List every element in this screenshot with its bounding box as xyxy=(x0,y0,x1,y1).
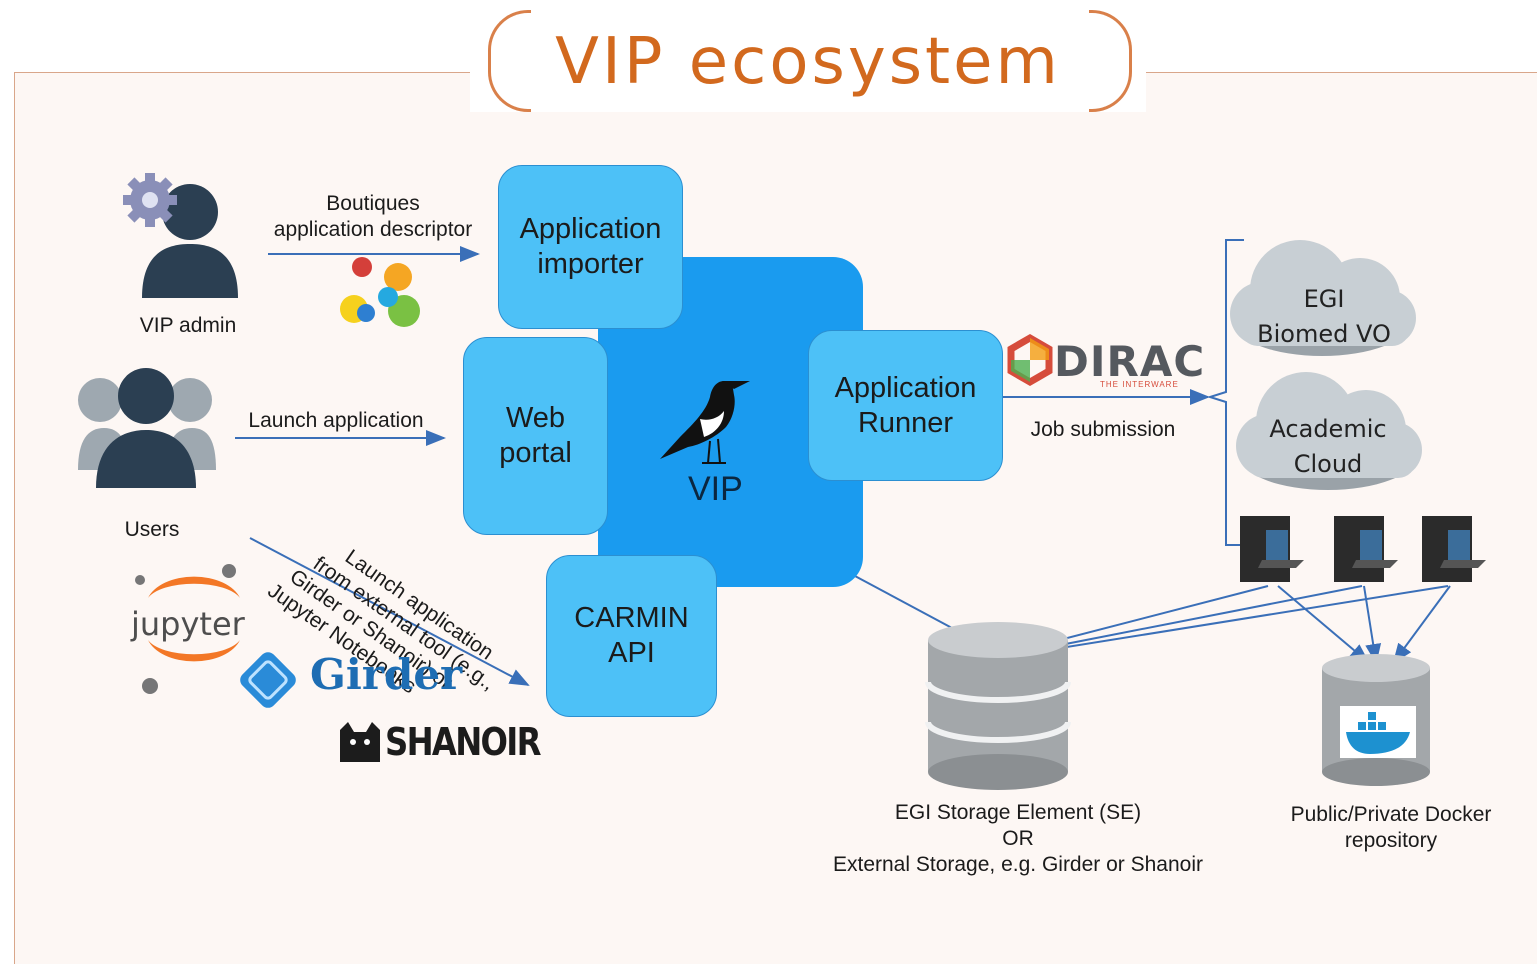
boutiques-label: Boutiques application descriptor xyxy=(258,191,488,243)
box-label-line: Application xyxy=(834,371,977,404)
arrow-vip-storage xyxy=(839,567,1010,659)
box-label-line: Application xyxy=(519,213,662,245)
users-label: Users xyxy=(124,518,180,541)
title-box: VIP ecosystem xyxy=(470,0,1146,112)
storage-label-line: External Storage, e.g. Girder or Shanoir xyxy=(832,853,1204,876)
box-label-line: API xyxy=(608,637,655,669)
storage-label: EGI Storage Element (SE) OR External Sto… xyxy=(808,800,1228,878)
shanoir-logo-text: SHANOIR xyxy=(385,720,541,764)
boutiques-label-line: application descriptor xyxy=(273,218,473,241)
box-label-line: importer xyxy=(537,248,644,280)
egi-cloud-label: EGI Biomed VO xyxy=(1244,282,1404,352)
application-importer-box[interactable]: Application importer xyxy=(498,165,683,329)
arrow-server3-storage xyxy=(996,585,1449,664)
box-label-line: portal xyxy=(499,437,572,469)
arrow-server2-storage xyxy=(992,585,1363,663)
box-label-line: CARMIN xyxy=(574,602,689,634)
resource-brace xyxy=(1206,239,1244,546)
arrow-external xyxy=(249,537,530,686)
launch-application-label: Launch application xyxy=(248,409,424,432)
job-submission-label: Job submission xyxy=(1030,418,1176,441)
egi-cloud-label-line: Biomed VO xyxy=(1257,320,1391,348)
carmin-api-box[interactable]: CARMIN API xyxy=(546,555,717,717)
egi-cloud-label-line: EGI xyxy=(1303,285,1345,313)
docker-label: Public/Private Docker repository xyxy=(1276,802,1506,854)
vip-label: VIP xyxy=(688,470,743,508)
jupyter-logo-text: jupyter xyxy=(131,605,245,643)
arrow-server3-docker xyxy=(1392,585,1451,664)
page-title: VIP ecosystem xyxy=(555,25,1061,99)
vip-admin-label: VIP admin xyxy=(139,314,237,337)
arrow-server1-docker xyxy=(1277,585,1370,664)
academic-cloud-label-line: Academic xyxy=(1269,415,1387,443)
dirac-tagline: THE INTERWARE xyxy=(1100,380,1179,389)
boutiques-label-line: Boutiques xyxy=(326,192,420,215)
storage-label-line: OR xyxy=(1002,827,1034,850)
web-portal-box[interactable]: Web portal xyxy=(463,337,608,535)
docker-label-line: repository xyxy=(1344,829,1438,852)
academic-cloud-label: Academic Cloud xyxy=(1248,412,1408,482)
arrow-server2-docker xyxy=(1363,585,1382,664)
box-label-line: Runner xyxy=(857,406,954,439)
storage-label-line: EGI Storage Element (SE) xyxy=(894,801,1142,824)
box-label-line: Web xyxy=(505,402,566,434)
academic-cloud-label-line: Cloud xyxy=(1293,450,1363,478)
dirac-logo-text: DIRAC xyxy=(1054,337,1206,386)
girder-logo-text: Girder xyxy=(310,650,463,699)
docker-label-line: Public/Private Docker xyxy=(1290,803,1492,826)
application-runner-box[interactable]: Application Runner xyxy=(808,330,1003,481)
